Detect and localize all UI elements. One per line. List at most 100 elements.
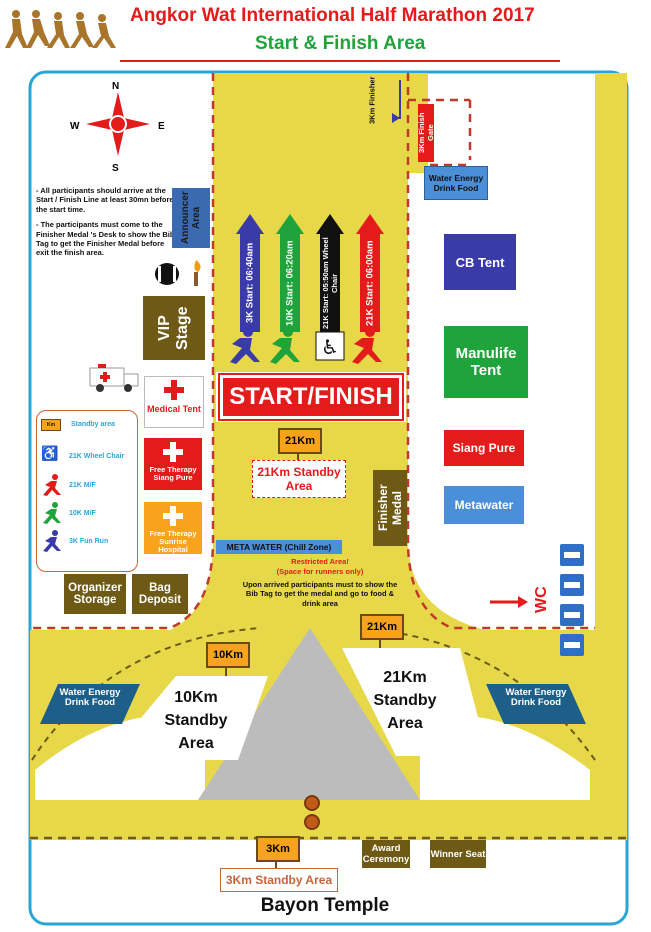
legend: Km Standby area ♿ 21K Wheel Chair 21K M/… bbox=[36, 410, 138, 572]
metawater: Metawater bbox=[444, 486, 524, 524]
cb-tent-label: CB Tent bbox=[455, 254, 505, 270]
runner-green-icon bbox=[270, 327, 300, 364]
runner-blue-icon bbox=[43, 530, 61, 552]
note-1: - All participants should arrive at the … bbox=[36, 186, 174, 214]
drum-icon bbox=[152, 262, 182, 286]
svg-text:♿: ♿ bbox=[321, 335, 339, 359]
sign-stand bbox=[297, 452, 299, 462]
water-station-right bbox=[486, 684, 586, 724]
km-sign-icon: Km bbox=[41, 419, 61, 431]
water-right-label: Water Energy Drink Food bbox=[505, 687, 567, 708]
runner-red-icon bbox=[43, 474, 61, 496]
sign-stand bbox=[225, 666, 227, 676]
km3-finish-gate: 3Km Finish Gate bbox=[417, 104, 435, 162]
organizer-storage-label: Organizer Storage bbox=[68, 582, 122, 606]
finisher-medal-desk: Finisher Medal bbox=[373, 470, 407, 546]
start-arrows bbox=[236, 212, 396, 332]
restricted-body: Upon arrived participants must to show t… bbox=[242, 580, 398, 608]
runners-row: ♿ bbox=[226, 326, 402, 366]
runner-blue-icon bbox=[230, 327, 260, 364]
toilet-icons bbox=[558, 542, 586, 668]
manulife-tent-label: Manulife Tent bbox=[455, 345, 517, 379]
bag-deposit: Bag Deposit bbox=[132, 574, 188, 614]
siang-pure: Siang Pure bbox=[444, 430, 524, 466]
cb-tent: CB Tent bbox=[444, 234, 516, 290]
start-10k-text: 10K Start: 06:20am bbox=[284, 240, 296, 326]
legend-label: 10K M/F bbox=[68, 509, 96, 517]
compass-icon bbox=[78, 84, 158, 164]
standby-10km-shape bbox=[106, 676, 268, 760]
bayon-temple: Bayon Temple bbox=[260, 895, 390, 916]
legend-item: 21K M/F bbox=[41, 473, 96, 497]
legend-item: 3K Fun Run bbox=[41, 529, 108, 553]
winner-seat: Winner Seat bbox=[430, 840, 486, 868]
start-arrow bbox=[236, 214, 264, 332]
compass-e: E bbox=[158, 121, 165, 132]
km3-finisher-text: 3Km Finisher bbox=[367, 76, 377, 124]
standby-3km-label: 3Km Standby Area bbox=[225, 873, 333, 887]
page-subtitle: Start & Finish Area bbox=[255, 33, 426, 54]
start-labels: 3K Start: 06:40am 10K Start: 06:20am 21K… bbox=[236, 212, 396, 332]
header-divider bbox=[120, 60, 560, 62]
start-21k-wc-text: 21K Start: 05:50am Wheel Chair bbox=[321, 237, 339, 329]
metawater-label: Metawater bbox=[454, 498, 514, 512]
legend-label: 21K Wheel Chair bbox=[68, 453, 125, 460]
sign-21km-b-text: 21Km bbox=[367, 621, 397, 633]
ambulance-icon bbox=[88, 362, 140, 392]
manulife-tent: Manulife Tent bbox=[444, 326, 528, 398]
start-label-21k-wheelchair: 21K Start: 05:50am Wheel Chair bbox=[320, 234, 340, 332]
sign-21km-a: 21Km bbox=[278, 428, 322, 454]
organizer-storage: Organizer Storage bbox=[64, 574, 126, 614]
standby-21km-a-label: 21Km Standby Area bbox=[257, 465, 341, 493]
sign-21km-a-text: 21Km bbox=[285, 435, 315, 447]
start-arrow bbox=[356, 214, 384, 332]
standby-21km-b-shape bbox=[340, 648, 490, 758]
participant-notes: - All participants should arrive at the … bbox=[36, 186, 176, 264]
start-3k-text: 3K Start: 06:40am bbox=[244, 242, 256, 324]
water-station-top: Water Energy Drink Food bbox=[424, 166, 488, 200]
water-station-left bbox=[40, 684, 140, 724]
compass-w: W bbox=[70, 121, 80, 132]
cross-icon bbox=[164, 380, 184, 400]
start-label-3k: 3K Start: 06:40am bbox=[241, 234, 259, 332]
start-finish-label: START/FINISH bbox=[229, 383, 393, 410]
vip-stage-label: VIP Stage bbox=[156, 306, 191, 350]
award-label: Award Ceremony bbox=[362, 843, 410, 865]
legend-item: ♿ 21K Wheel Chair bbox=[41, 445, 124, 461]
wheelchair-icon: ♿ bbox=[41, 445, 59, 461]
announcer-label: Announcer Area bbox=[180, 191, 202, 245]
km3-finish-gate-label: 3Km Finish Gate bbox=[417, 112, 435, 154]
start-21k-text: 21K Start: 06:00am bbox=[364, 240, 376, 326]
km3-finisher-label: 3Km Finisher bbox=[364, 74, 380, 126]
medical-tent-label: Medical Tent bbox=[147, 404, 201, 414]
vip-stage: VIP Stage bbox=[143, 296, 205, 360]
legend-item: 10K M/F bbox=[41, 501, 96, 525]
bag-deposit-label: Bag Deposit bbox=[138, 582, 182, 606]
standby-21km-b: 21Km Standby Area bbox=[373, 669, 437, 733]
standby-21km-a: 21Km Standby Area bbox=[252, 460, 346, 498]
sign-21km-b: 21Km bbox=[360, 614, 404, 640]
runner-green-icon bbox=[43, 502, 61, 524]
sign-10km-text: 10Km bbox=[213, 649, 243, 661]
runner-red-icon bbox=[352, 327, 382, 364]
wc-text: WC bbox=[533, 586, 550, 614]
legend-label: 3K Fun Run bbox=[68, 537, 109, 545]
free-therapy-sunrise: Free Therapy Sunrise Hospital bbox=[144, 502, 202, 554]
legend-item: Km Standby area bbox=[41, 419, 115, 431]
free-therapy-siang: Free Therapy Siang Pure bbox=[144, 438, 202, 490]
finisher-medal-label: Finisher Medal bbox=[376, 484, 404, 532]
compass-n: N bbox=[112, 81, 120, 92]
start-label-10k: 10K Start: 06:20am bbox=[281, 234, 299, 332]
sign-10km: 10Km bbox=[206, 642, 250, 668]
start-label-21k: 21K Start: 06:00am bbox=[361, 234, 379, 332]
cross-icon bbox=[163, 442, 183, 462]
wc-label: WC bbox=[532, 580, 552, 620]
restricted-sub: (Space for runners only) bbox=[276, 567, 364, 576]
restricted-title: Restricted Area! bbox=[291, 557, 349, 566]
sign-3km: 3Km bbox=[256, 836, 300, 862]
note-2: - The participants must come to the Fini… bbox=[36, 220, 175, 258]
medical-tent: Medical Tent bbox=[144, 376, 204, 428]
standby-3km: 3Km Standby Area bbox=[220, 868, 338, 892]
compass-s: S bbox=[112, 163, 119, 174]
start-finish-banner: START/FINISH bbox=[216, 372, 406, 422]
